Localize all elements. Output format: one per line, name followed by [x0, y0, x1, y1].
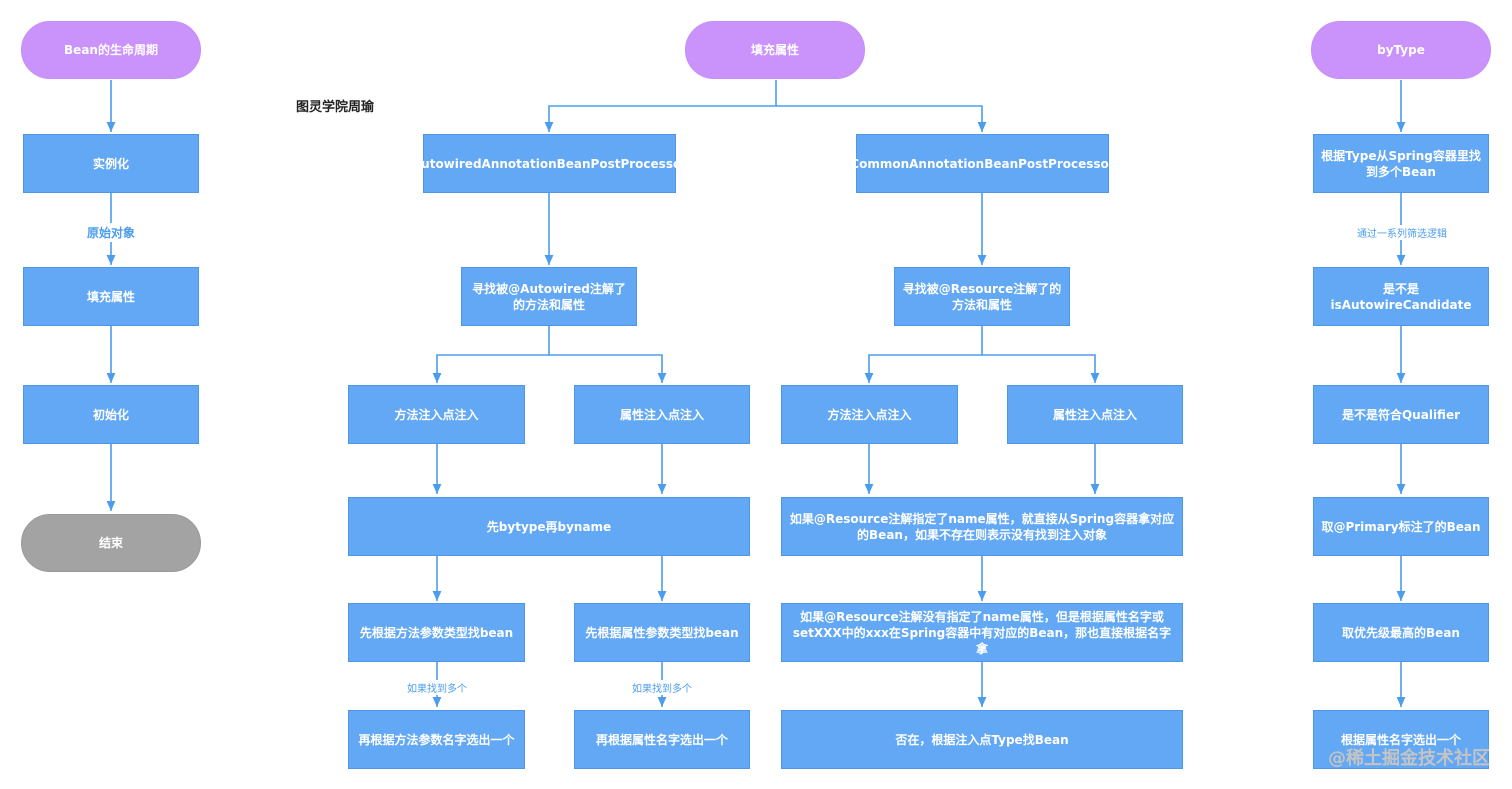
raw-object-label: 原始对象 — [85, 223, 138, 242]
arrow-rfind-to-method — [864, 326, 983, 383]
arrow-rfind-to-field — [982, 354, 1100, 383]
resource-name-rule-node: 如果@Resource注解指定了name属性，就直接从Spring容器拿对应的B… — [781, 497, 1183, 556]
autowired-processor-node: AutowiredAnnotationBeanPostProcessor — [412, 134, 687, 193]
watermark-text: @稀土掘金技术社区 — [1328, 748, 1490, 769]
resource-otherwise-node: 否在，根据注入点Type找Bean — [781, 710, 1183, 769]
arrow-root-to-common — [776, 105, 987, 132]
end-node: 结束 — [21, 514, 201, 572]
filter-logic-label: 通过一系列筛选逻辑 — [1355, 225, 1449, 240]
method-param-name-node: 再根据方法参数名字选出一个 — [348, 710, 525, 769]
bytype-name-node: 根据属性名字选出一个 — [1313, 710, 1489, 769]
arrow-find-to-method — [432, 326, 550, 383]
initialize-node: 初始化 — [23, 385, 199, 444]
if-multiple-label-method: 如果找到多个 — [405, 680, 469, 695]
populate-node: 填充属性 — [23, 267, 199, 326]
lifecycle-title-node: Bean的生命周期 — [21, 21, 201, 79]
primary-node: 取@Primary标注了的Bean — [1313, 497, 1489, 556]
method-param-type-node: 先根据方法参数类型找bean — [348, 603, 525, 662]
resource-field-inject-node: 属性注入点注入 — [1007, 385, 1183, 444]
autowire-candidate-node: 是不是isAutowireCandidate — [1313, 267, 1489, 326]
priority-node: 取优先级最高的Bean — [1313, 603, 1489, 662]
author-caption: 图灵学院周瑜 — [296, 100, 375, 115]
autowired-find-node: 寻找被@Autowired注解了的方法和属性 — [461, 267, 637, 326]
populate-flow-title-node: 填充属性 — [685, 21, 865, 79]
bytype-find-beans-node: 根据Type从Spring容器里找到多个Bean — [1313, 134, 1489, 193]
qualifier-node: 是不是符合Qualifier — [1313, 385, 1489, 444]
instantiate-node: 实例化 — [23, 134, 199, 193]
resource-method-inject-node: 方法注入点注入 — [781, 385, 958, 444]
resource-find-node: 寻找被@Resource注解了的方法和属性 — [894, 267, 1070, 326]
arrow-root-to-autowired — [544, 80, 777, 132]
bytype-then-byname-node: 先bytype再byname — [348, 497, 750, 556]
autowired-field-inject-node: 属性注入点注入 — [574, 385, 750, 444]
if-multiple-label-field: 如果找到多个 — [630, 680, 694, 695]
field-type-node: 先根据属性参数类型找bean — [574, 603, 750, 662]
arrow-find-to-field — [549, 354, 667, 383]
bytype-title-node: byType — [1311, 21, 1491, 79]
field-name-node: 再根据属性名字选出一个 — [574, 710, 750, 769]
common-processor-node: CommonAnnotationBeanPostProcessor — [850, 134, 1115, 193]
resource-no-name-rule-node: 如果@Resource注解没有指定了name属性，但是根据属性名字或setXXX… — [781, 603, 1183, 662]
autowired-method-inject-node: 方法注入点注入 — [348, 385, 525, 444]
